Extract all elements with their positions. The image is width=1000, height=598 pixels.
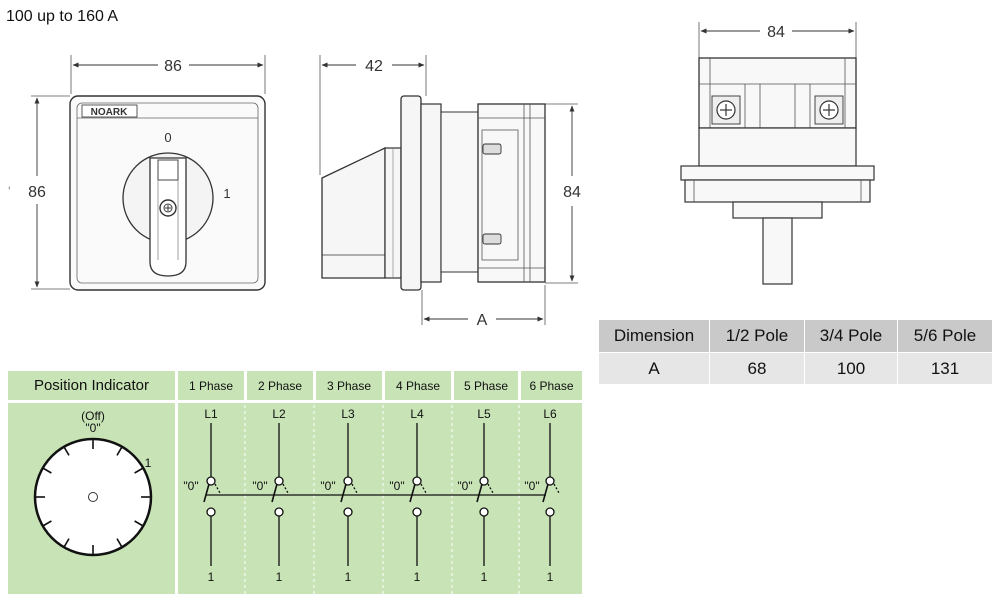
dial-indicator: (Off) "0" 1 <box>33 409 153 557</box>
dimension-table: Dimension 1/2 Pole 3/4 Pole 5/6 Pole A 6… <box>598 319 993 385</box>
front-dim-height: 86 <box>28 184 46 201</box>
phase-top-label: L6 <box>543 407 557 421</box>
phase-top-label: L2 <box>272 407 286 421</box>
phase-zero-label: "0" <box>183 479 198 493</box>
phase-bottom-label: 1 <box>547 570 554 584</box>
phase-header-6: 6 Phase <box>521 371 582 400</box>
technical-drawings: 86 86 ' NOARK 0 1 42 <box>8 22 875 329</box>
front-label-on: 1 <box>223 186 230 201</box>
top-dim-width: 84 <box>767 24 785 41</box>
page-title: 100 up to 160 A <box>6 8 119 25</box>
phase-contacts <box>203 423 560 566</box>
phase-top-label: L4 <box>410 407 424 421</box>
table-cell: 100 <box>804 352 898 385</box>
position-indicator-header: Position Indicator <box>8 371 175 400</box>
phase-zero-label: "0" <box>524 479 539 493</box>
indicator-off-label: (Off) <box>81 409 105 423</box>
phase-header-1: 1 Phase <box>178 371 244 400</box>
front-dim-width: 86 <box>164 58 182 75</box>
front-label-off: 0 <box>164 130 171 145</box>
phase-bottom-label: 1 <box>481 570 488 584</box>
phase-top-label: L5 <box>477 407 491 421</box>
brand-logo: NOARK <box>91 107 128 118</box>
phase-zero-label: "0" <box>389 479 404 493</box>
table-cell: 131 <box>897 352 993 385</box>
phase-bottom-label: 1 <box>208 570 215 584</box>
phase-header-5: 5 Phase <box>454 371 518 400</box>
phase-top-label: L1 <box>204 407 218 421</box>
phase-zero-label: "0" <box>320 479 335 493</box>
table-header-5-6-pole: 5/6 Pole <box>897 319 993 353</box>
phase-zero-label: "0" <box>457 479 472 493</box>
selector-handle <box>149 157 187 277</box>
phase-zero-label: "0" <box>252 479 267 493</box>
svg-text:': ' <box>8 183 11 199</box>
phase-header-4: 4 Phase <box>385 371 451 400</box>
position-indicator-panel: Position Indicator 1 Phase 2 Phase 3 Pha… <box>8 371 582 594</box>
side-view: 42 84 A <box>319 55 581 329</box>
side-dim-height: 84 <box>563 184 581 201</box>
indicator-zero-label: "0" <box>85 421 100 435</box>
side-dim-depth: 42 <box>365 58 383 75</box>
side-dim-a: A <box>477 312 488 329</box>
top-view: 84 <box>680 22 875 285</box>
phase-bottom-label: 1 <box>276 570 283 584</box>
front-view: 86 86 ' NOARK 0 1 <box>8 55 266 291</box>
table-header-dimension: Dimension <box>598 319 710 353</box>
phase-header-2: 2 Phase <box>247 371 313 400</box>
table-cell: A <box>598 352 710 385</box>
table-cell: 68 <box>709 352 805 385</box>
phase-bottom-label: 1 <box>345 570 352 584</box>
table-header-1-2-pole: 1/2 Pole <box>709 319 805 353</box>
phase-top-label: L3 <box>341 407 355 421</box>
indicator-one-label: 1 <box>145 456 152 470</box>
table-header-3-4-pole: 3/4 Pole <box>804 319 898 353</box>
phase-bottom-label: 1 <box>414 570 421 584</box>
phase-header-3: 3 Phase <box>316 371 382 400</box>
position-indicator-diagram: (Off) "0" 1 <box>33 405 560 594</box>
